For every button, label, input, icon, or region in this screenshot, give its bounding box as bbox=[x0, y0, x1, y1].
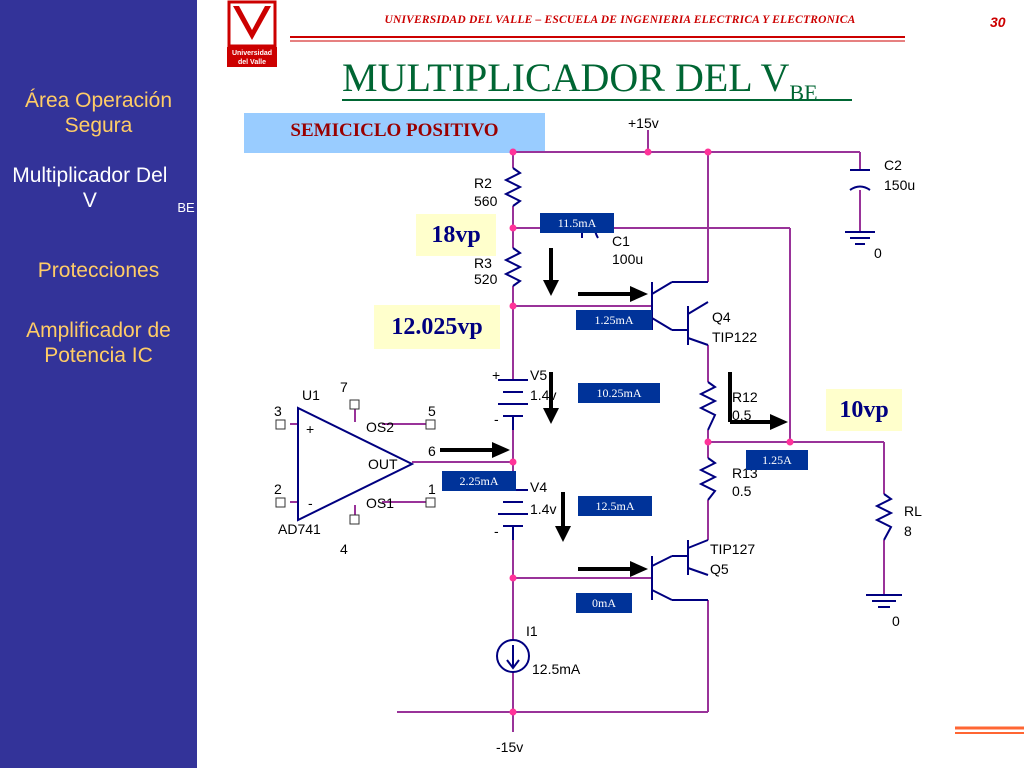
label-u1-part: AD741 bbox=[278, 521, 321, 537]
current-label-r2: 11.5mA bbox=[540, 213, 614, 233]
label-c1-name: C1 bbox=[612, 233, 630, 249]
label-q4-part: TIP122 bbox=[712, 329, 757, 345]
voltage-callout-18vp: 18vp bbox=[416, 214, 496, 256]
current-label-v4: 12.5mA bbox=[578, 496, 652, 516]
sidebar-item-label: Amplificador de Potencia IC bbox=[26, 319, 171, 367]
label-q4-name: Q4 bbox=[712, 309, 731, 325]
label-opamp-minus: - bbox=[308, 495, 313, 511]
sidebar-item-multiplicador[interactable]: Multiplicador Del V BE bbox=[0, 163, 197, 220]
header-institution: UNIVERSIDAD DEL VALLE – ESCUELA DE INGEN… bbox=[384, 14, 856, 26]
label-r13-value: 0.5 bbox=[732, 483, 752, 499]
label-v5-name: V5 bbox=[530, 367, 547, 383]
label-pin4: 4 bbox=[340, 541, 348, 557]
label-u1-name: U1 bbox=[302, 387, 320, 403]
label-pin5: 5 bbox=[428, 403, 436, 419]
label-rl-name: RL bbox=[904, 503, 922, 519]
label-v5-plus: + bbox=[492, 367, 500, 383]
label-out: OUT bbox=[368, 456, 398, 472]
sidebar: Área Operación Segura Multiplicador Del … bbox=[0, 0, 197, 768]
sidebar-item-protecciones[interactable]: Protecciones bbox=[0, 258, 197, 283]
current-label-q5: 0mA bbox=[576, 593, 632, 613]
label-r3-value: 520 bbox=[474, 271, 498, 287]
label-rl-value: 8 bbox=[904, 523, 912, 539]
title-main: MULTIPLICADOR DEL V bbox=[342, 55, 790, 100]
label-pin7: 7 bbox=[340, 379, 348, 395]
current-label-opamp: 2.25mA bbox=[442, 471, 516, 491]
label-r2-name: R2 bbox=[474, 175, 492, 191]
page-title: MULTIPLICADOR DEL VBE bbox=[342, 56, 818, 115]
current-label-load: 1.25A bbox=[746, 450, 808, 470]
label-c2-name: C2 bbox=[884, 157, 902, 173]
sidebar-item-label: Área Operación Segura bbox=[24, 89, 173, 137]
title-underline bbox=[342, 99, 852, 101]
label-v4-minus: - bbox=[494, 523, 499, 539]
page-number: 30 bbox=[990, 14, 1006, 30]
label-v4-name: V4 bbox=[530, 479, 547, 495]
label-q5-name: Q5 bbox=[710, 561, 729, 577]
label-r3-name: R3 bbox=[474, 255, 492, 271]
label-gnd: 0 bbox=[874, 245, 882, 261]
logo-line1: Universidad bbox=[232, 50, 272, 57]
current-label-q4: 1.25mA bbox=[576, 310, 652, 330]
sidebar-item-label-sub: BE bbox=[177, 200, 195, 216]
sidebar-item-area-operacion-segura[interactable]: Área Operación Segura bbox=[0, 88, 197, 138]
sidebar-item-label: Multiplicador Del V bbox=[12, 164, 168, 212]
label-q5-part: TIP127 bbox=[710, 541, 755, 557]
sidebar-item-label: Protecciones bbox=[37, 259, 160, 282]
label-vneg: -15v bbox=[496, 739, 523, 755]
label-r2-value: 560 bbox=[474, 193, 498, 209]
voltage-callout-12vp: 12.025vp bbox=[374, 305, 500, 349]
sidebar-item-amplificador[interactable]: Amplificador de Potencia IC bbox=[0, 318, 197, 368]
label-pin2: 2 bbox=[274, 481, 282, 497]
label-c2-value: 150u bbox=[884, 177, 915, 193]
label-os2: OS2 bbox=[366, 419, 394, 435]
label-gnd-2: 0 bbox=[892, 613, 900, 629]
current-label-v5: 10.25mA bbox=[578, 383, 660, 403]
label-i1-name: I1 bbox=[526, 623, 538, 639]
label-pin6: 6 bbox=[428, 443, 436, 459]
phase-box bbox=[244, 113, 545, 153]
logo-line2: del Valle bbox=[238, 59, 266, 66]
voltage-callout-10vp: 10vp bbox=[826, 389, 902, 431]
university-logo: Universidad del Valle bbox=[227, 0, 277, 70]
label-i1-value: 12.5mA bbox=[532, 661, 581, 677]
label-vpos: +15v bbox=[628, 115, 659, 131]
label-opamp-plus: + bbox=[306, 421, 314, 437]
label-v4-value: 1.4v bbox=[530, 501, 556, 517]
label-v5-minus: - bbox=[494, 411, 499, 427]
label-os1: OS1 bbox=[366, 495, 394, 511]
label-c1-value: 100u bbox=[612, 251, 643, 267]
label-pin3: 3 bbox=[274, 403, 282, 419]
label-r12-name: R12 bbox=[732, 389, 758, 405]
label-v5-value: 1.4v bbox=[530, 387, 556, 403]
phase-label: SEMICICLO POSITIVO bbox=[290, 120, 499, 141]
label-r12-value: 0.5 bbox=[732, 407, 752, 423]
label-pin1: 1 bbox=[428, 481, 436, 497]
